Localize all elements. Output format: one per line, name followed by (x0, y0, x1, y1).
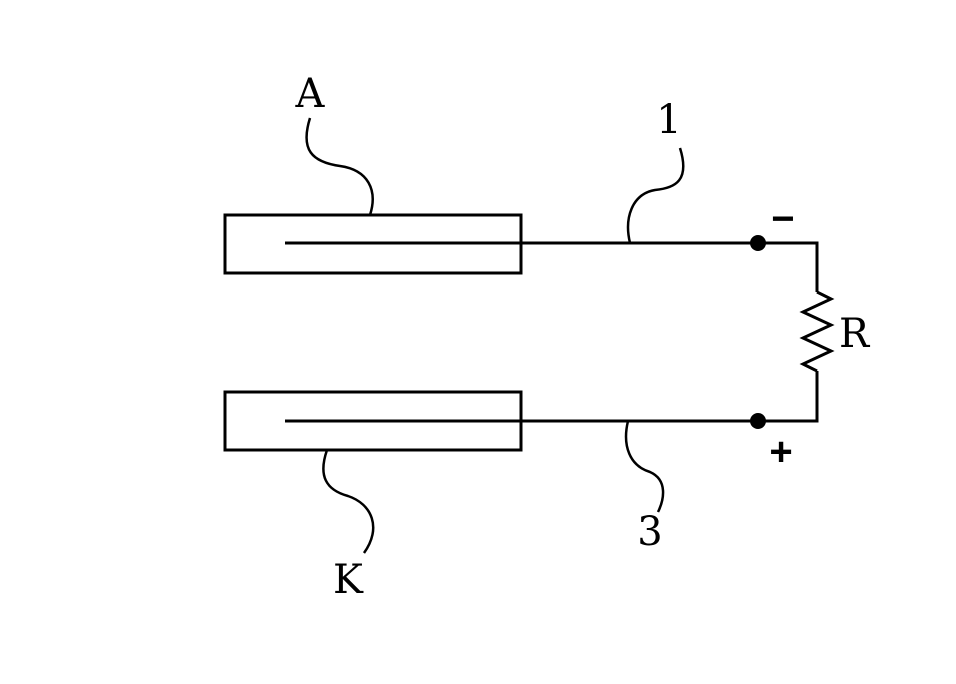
label-anode: A (295, 71, 326, 117)
wire-from-resistor-bottom (758, 371, 817, 421)
anode-electrode (225, 215, 521, 273)
leader-A (307, 118, 373, 215)
label-wire-1: 1 (656, 97, 681, 143)
resistor-symbol (803, 292, 831, 371)
label-cathode: K (333, 557, 364, 603)
leader-K (323, 450, 373, 553)
leader-1 (628, 148, 683, 243)
wire-to-resistor-top (758, 243, 817, 292)
leader-3 (626, 421, 663, 512)
label-wire-3: 3 (637, 509, 662, 555)
cathode-electrode (225, 392, 521, 450)
label-resistor: R (839, 311, 871, 357)
label-positive: + (769, 430, 792, 474)
label-negative: − (771, 197, 794, 241)
resistor-branch (758, 243, 831, 421)
